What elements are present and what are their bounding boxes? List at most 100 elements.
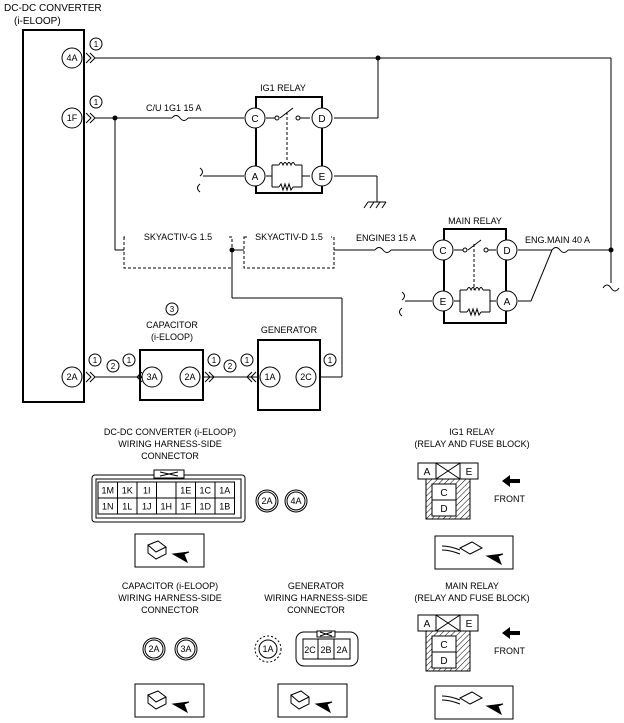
conn-dcdc-title-1: DC-DC CONVERTER (i-ELOOP): [104, 427, 236, 437]
svg-text:1D: 1D: [199, 502, 211, 512]
harness-view-icon-dcdc: [134, 533, 205, 568]
fuse-cu-ig1-label: C/U 1G1 15 A: [146, 103, 202, 113]
harness-view-icon-ig1: [434, 535, 514, 570]
circled-number-1-2a: 1: [88, 353, 102, 367]
svg-text:1: 1: [245, 356, 250, 365]
svg-text:1I: 1I: [143, 486, 151, 496]
svg-text:C: C: [439, 246, 446, 257]
ig1-relay-pin-d: D: [311, 107, 333, 129]
conn-dcdc-cell: 1D: [195, 497, 216, 515]
svg-text:1: 1: [212, 356, 217, 365]
fuse-eng-main-label: ENG.MAIN 40 A: [525, 235, 590, 245]
main-relay-pin-e: E: [432, 290, 454, 312]
svg-text:1A: 1A: [264, 372, 275, 382]
svg-text:3: 3: [170, 305, 175, 314]
conn-cap-title-3: CONNECTOR: [141, 605, 199, 615]
conn-main-front-label: FRONT: [494, 646, 525, 656]
svg-text:2: 2: [111, 362, 116, 371]
conn-dcdc-cell: 1K: [117, 481, 138, 499]
svg-text:E: E: [319, 172, 326, 183]
main-relay-pin-c: C: [432, 239, 454, 261]
conn-gen-title-3: CONNECTOR: [287, 605, 345, 615]
svg-text:D: D: [503, 246, 510, 257]
svg-text:2A: 2A: [184, 372, 195, 382]
svg-text:2: 2: [228, 362, 233, 371]
svg-text:2A: 2A: [261, 496, 272, 506]
harness-view-icon-main: [434, 685, 514, 720]
ig1-relay-pin-c: C: [244, 107, 266, 129]
fuse-engine3-label: ENGINE3 15 A: [356, 233, 416, 243]
ig1-relay-pin-e: E: [311, 165, 333, 187]
conn-dcdc-pin-4a: 4A: [284, 489, 308, 513]
svg-text:E: E: [440, 297, 447, 308]
svg-text:E: E: [466, 619, 473, 630]
dcdc-converter-box: [22, 29, 85, 403]
generator-pin-1a: 1A: [259, 366, 281, 388]
svg-text:1E: 1E: [180, 486, 191, 496]
conn-dcdc-cell: 1H: [156, 497, 177, 515]
svg-text:A: A: [252, 172, 259, 183]
skyactiv-d-bg: [247, 231, 331, 242]
main-relay-pin-a: A: [496, 290, 518, 312]
svg-text:1: 1: [93, 356, 98, 365]
conn-ig1-title-1: IG1 RELAY: [449, 427, 495, 437]
ig1-relay-pin-a: A: [244, 165, 266, 187]
circled-number-1-gen-left: 1: [240, 353, 254, 367]
svg-text:D: D: [440, 656, 447, 667]
conn-dcdc-title-3: CONNECTOR: [141, 451, 199, 461]
conn-cap-pin-3a: 3A: [174, 637, 198, 661]
svg-text:D: D: [318, 114, 325, 125]
circled-number-1-4a: 1: [89, 37, 103, 51]
svg-text:1F: 1F: [67, 113, 78, 123]
svg-text:1: 1: [328, 356, 333, 365]
svg-text:3A: 3A: [180, 644, 191, 654]
svg-text:1: 1: [127, 356, 132, 365]
circled-number-3-capacitor: 3: [165, 302, 179, 316]
capacitor-title-line2: (i-ELOOP): [151, 332, 193, 342]
conn-dcdc-cell: 1B: [214, 497, 235, 515]
wires: [95, 57, 620, 378]
conn-gen-title-1: GENERATOR: [288, 581, 345, 591]
capacitor-box: [139, 349, 204, 401]
svg-text:C: C: [440, 640, 447, 651]
conn-dcdc-cell: 1M: [97, 481, 118, 499]
skyactiv-d-label: SKYACTIV-D 1.5: [255, 232, 323, 242]
svg-text:1M: 1M: [101, 486, 114, 496]
conn-main-title-1: MAIN RELAY: [445, 581, 499, 591]
capacitor-pin-3a: 3A: [141, 366, 163, 388]
skyactiv-g-label: SKYACTIV-G 1.5: [144, 232, 212, 242]
svg-text:2A: 2A: [148, 644, 159, 654]
generator-box: [257, 339, 321, 411]
svg-text:1A: 1A: [219, 486, 230, 496]
conn-cap-title-2: WIRING HARNESS-SIDE: [118, 593, 222, 603]
dcdc-title-line1: DC-DC CONVERTER: [4, 3, 102, 14]
dcdc-pin-2a: 2A: [61, 366, 83, 388]
conn-gen-pin-2a: 2A: [336, 645, 347, 655]
conn-ig1-front-label: FRONT: [494, 494, 525, 504]
svg-text:C: C: [251, 114, 258, 125]
svg-text:2A: 2A: [66, 372, 77, 382]
conn-dcdc-cell: 1F: [175, 497, 196, 515]
ground-icon: [363, 201, 387, 209]
conn-cap-title-1: CAPACITOR (i-ELOOP): [122, 581, 218, 591]
conn-dcdc-cell: [156, 481, 177, 499]
generator-title: GENERATOR: [261, 325, 318, 335]
main-relay-internals: [454, 239, 496, 317]
svg-text:A: A: [424, 619, 431, 630]
skyactiv-g-box: [123, 236, 233, 269]
conn-dcdc-cell: 1E: [175, 481, 196, 499]
ig1-relay-title: IG1 RELAY: [260, 83, 306, 93]
harness-view-icon-cap: [134, 683, 205, 718]
conn-dcdc-cell: 1I: [136, 481, 157, 499]
conn-dcdc-cell: 1A: [214, 481, 235, 499]
conn-gen-housing: [295, 630, 359, 667]
ig1-relay-box: [255, 96, 323, 194]
conn-ig1-title-2: (RELAY AND FUSE BLOCK): [414, 439, 529, 449]
svg-text:1L: 1L: [122, 502, 132, 512]
conn-gen-pin-2c: 2C: [304, 645, 316, 655]
conn-dcdc-cell: 1N: [97, 497, 118, 515]
circled-number-1-cap-right: 1: [207, 353, 221, 367]
front-arrow-icon-ig1: [502, 475, 520, 487]
svg-text:A: A: [424, 467, 431, 478]
svg-text:1: 1: [94, 98, 99, 107]
